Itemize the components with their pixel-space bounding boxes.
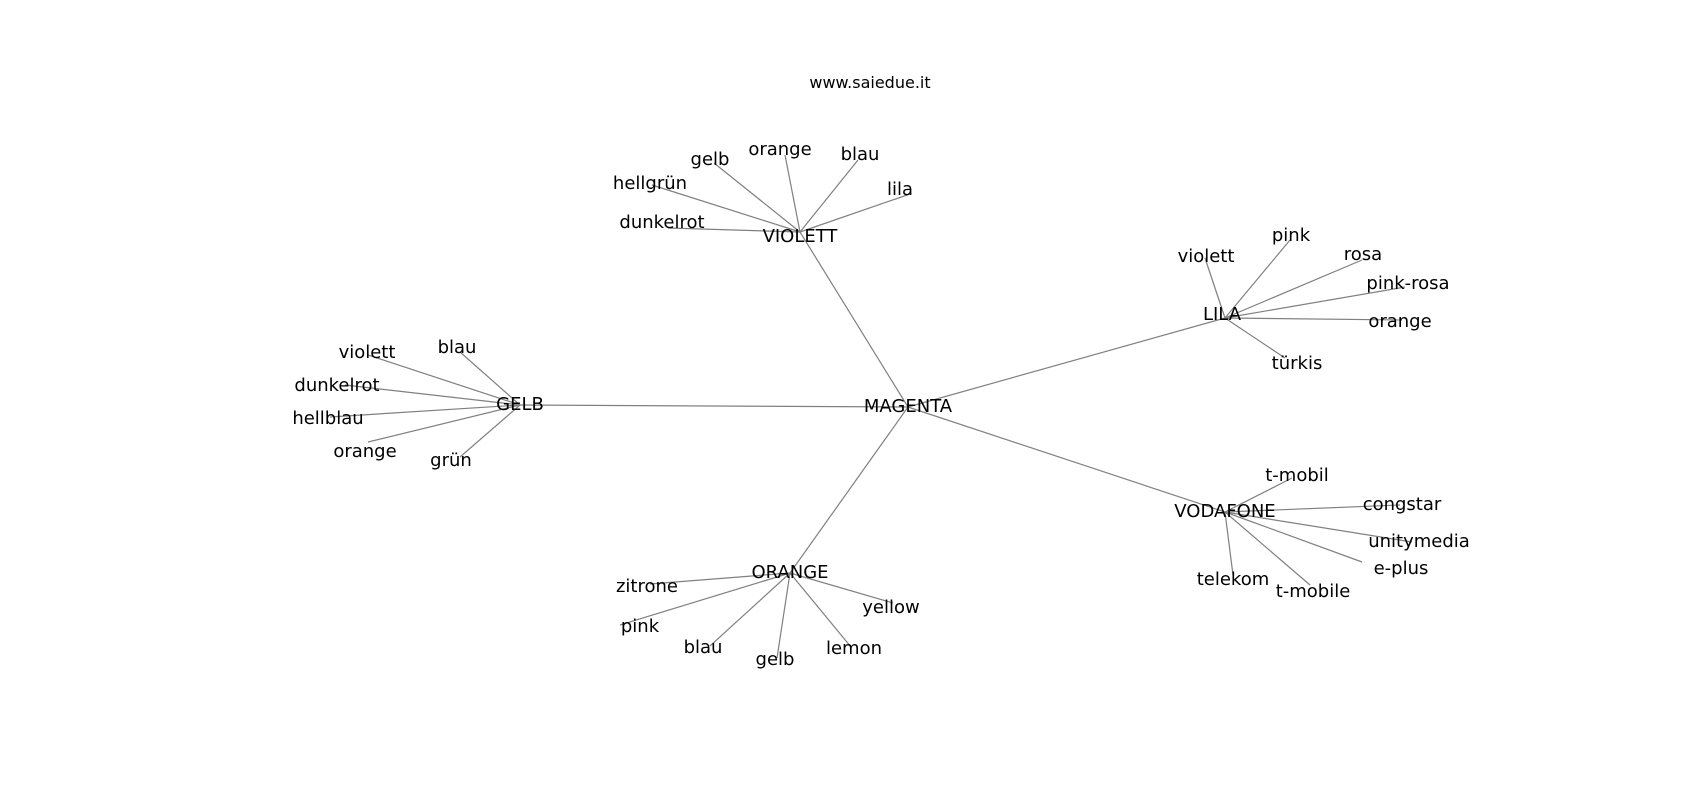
node-leaf: congstar <box>1363 494 1442 515</box>
node-leaf: lila <box>887 179 913 200</box>
node-leaf: telekom <box>1197 569 1270 590</box>
node-leaf: violett <box>1178 246 1235 267</box>
node-leaf: türkis <box>1272 353 1323 374</box>
node-leaf: grün <box>430 450 472 471</box>
node-leaf: gelb <box>756 649 795 670</box>
node-leaf: hellblau <box>292 408 363 429</box>
node-hub-vodafone: VODAFONE <box>1174 501 1275 522</box>
node-hub-gelb: GELB <box>496 394 544 415</box>
graph-edges <box>329 154 1413 659</box>
node-leaf: pink <box>621 616 660 637</box>
edge-vodafone-leaf-2 <box>1224 511 1413 543</box>
edge-gelb-leaf-4 <box>367 404 521 443</box>
edge-center-vodafone <box>907 406 1226 513</box>
node-leaf: yellow <box>862 597 919 618</box>
edge-lila-leaf-3 <box>1224 286 1406 319</box>
edge-vodafone-leaf-0 <box>1224 477 1293 513</box>
edge-lila-leaf-1 <box>1224 239 1291 319</box>
edge-gelb-leaf-5 <box>459 404 521 458</box>
node-leaf: hellgrün <box>613 173 687 194</box>
edge-vodafone-leaf-4 <box>1224 511 1311 586</box>
edge-orange-leaf-0 <box>649 572 791 585</box>
site-label: www.saiedue.it <box>809 73 930 92</box>
edge-violett-leaf-4 <box>799 159 859 233</box>
edge-lila-leaf-0 <box>1204 257 1226 319</box>
node-hub-orange: ORANGE <box>751 562 828 583</box>
node-leaf: orange <box>333 441 396 462</box>
node-leaf: orange <box>748 139 811 160</box>
node-leaf: pink-rosa <box>1366 273 1449 294</box>
edge-violett-leaf-2 <box>713 162 801 233</box>
node-leaf: blau <box>438 337 477 358</box>
edge-violett-leaf-5 <box>799 193 911 233</box>
node-leaf: violett <box>339 342 396 363</box>
edge-violett-leaf-1 <box>651 184 801 233</box>
edge-lila-leaf-4 <box>1224 317 1403 321</box>
edge-lila-leaf-5 <box>1224 317 1286 359</box>
edge-orange-leaf-3 <box>776 572 791 659</box>
node-leaf: t-mobile <box>1276 581 1351 602</box>
node-leaf: rosa <box>1344 244 1382 265</box>
edge-orange-leaf-2 <box>709 572 791 647</box>
edge-orange-leaf-1 <box>619 572 791 626</box>
edge-orange-leaf-4 <box>789 572 852 648</box>
graph-labels: www.saiedue.it MAGENTA VIOLETT dunkelrot h… <box>292 73 1469 670</box>
node-leaf: pink <box>1272 225 1311 246</box>
node-leaf: unitymedia <box>1368 531 1470 552</box>
node-leaf: zitrone <box>616 576 678 597</box>
edge-gelb-leaf-1 <box>459 351 521 406</box>
edge-center-violett <box>799 231 909 408</box>
node-hub-violett: VIOLETT <box>763 226 839 247</box>
node-center: MAGENTA <box>864 396 953 417</box>
node-leaf: orange <box>1368 311 1431 332</box>
node-leaf: e-plus <box>1374 558 1429 579</box>
node-leaf: blau <box>841 144 880 165</box>
edge-orange-leaf-5 <box>789 572 894 604</box>
edge-center-orange <box>789 406 909 574</box>
node-leaf: dunkelrot <box>619 212 704 233</box>
edge-gelb-leaf-0 <box>367 354 521 406</box>
edge-violett-leaf-3 <box>784 154 801 233</box>
node-leaf: dunkelrot <box>294 375 379 396</box>
edge-lila-leaf-2 <box>1224 259 1363 319</box>
edge-gelb-leaf-2 <box>344 384 521 406</box>
node-leaf: t-mobil <box>1265 465 1329 486</box>
edge-vodafone-leaf-1 <box>1224 504 1401 513</box>
edge-vodafone-leaf-5 <box>1224 511 1234 576</box>
node-leaf: lemon <box>826 638 882 659</box>
edge-violett-leaf-0 <box>667 227 801 233</box>
edge-center-lila <box>907 317 1226 408</box>
node-leaf: blau <box>684 637 723 658</box>
edge-center-gelb <box>519 404 909 408</box>
node-leaf: gelb <box>691 149 730 170</box>
node-hub-lila: LILA <box>1203 304 1242 325</box>
edge-gelb-leaf-3 <box>329 404 521 418</box>
edge-vodafone-leaf-3 <box>1224 511 1363 563</box>
